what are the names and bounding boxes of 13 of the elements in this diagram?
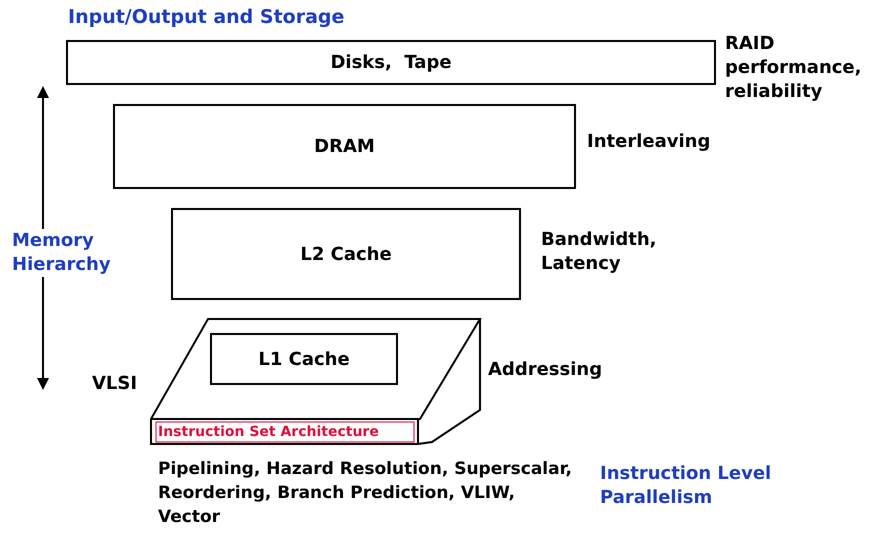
layer-box: DRAM	[113, 104, 576, 189]
layer-box: Disks, Tape	[66, 40, 716, 85]
annotation-text: RAID performance, reliability	[725, 32, 862, 104]
annotation-text: VLSI	[92, 372, 138, 396]
topic-label: Instruction Level Parallelism	[600, 462, 772, 510]
annotation-text: Addressing	[488, 358, 604, 382]
cache-box: L1 Cache	[210, 333, 398, 385]
face-label: Instruction Set Architecture	[158, 423, 379, 442]
topic-list: Pipelining, Hazard Resolution, Superscalar, Reordering, Branch Prediction, VLIW, Vector	[158, 457, 578, 529]
heading: Input/Output and Storage	[68, 5, 344, 29]
annotation-text: Interleaving	[587, 130, 712, 154]
layer-box: L2 Cache	[171, 208, 521, 300]
annotation-text: Bandwidth, Latency	[541, 228, 658, 276]
